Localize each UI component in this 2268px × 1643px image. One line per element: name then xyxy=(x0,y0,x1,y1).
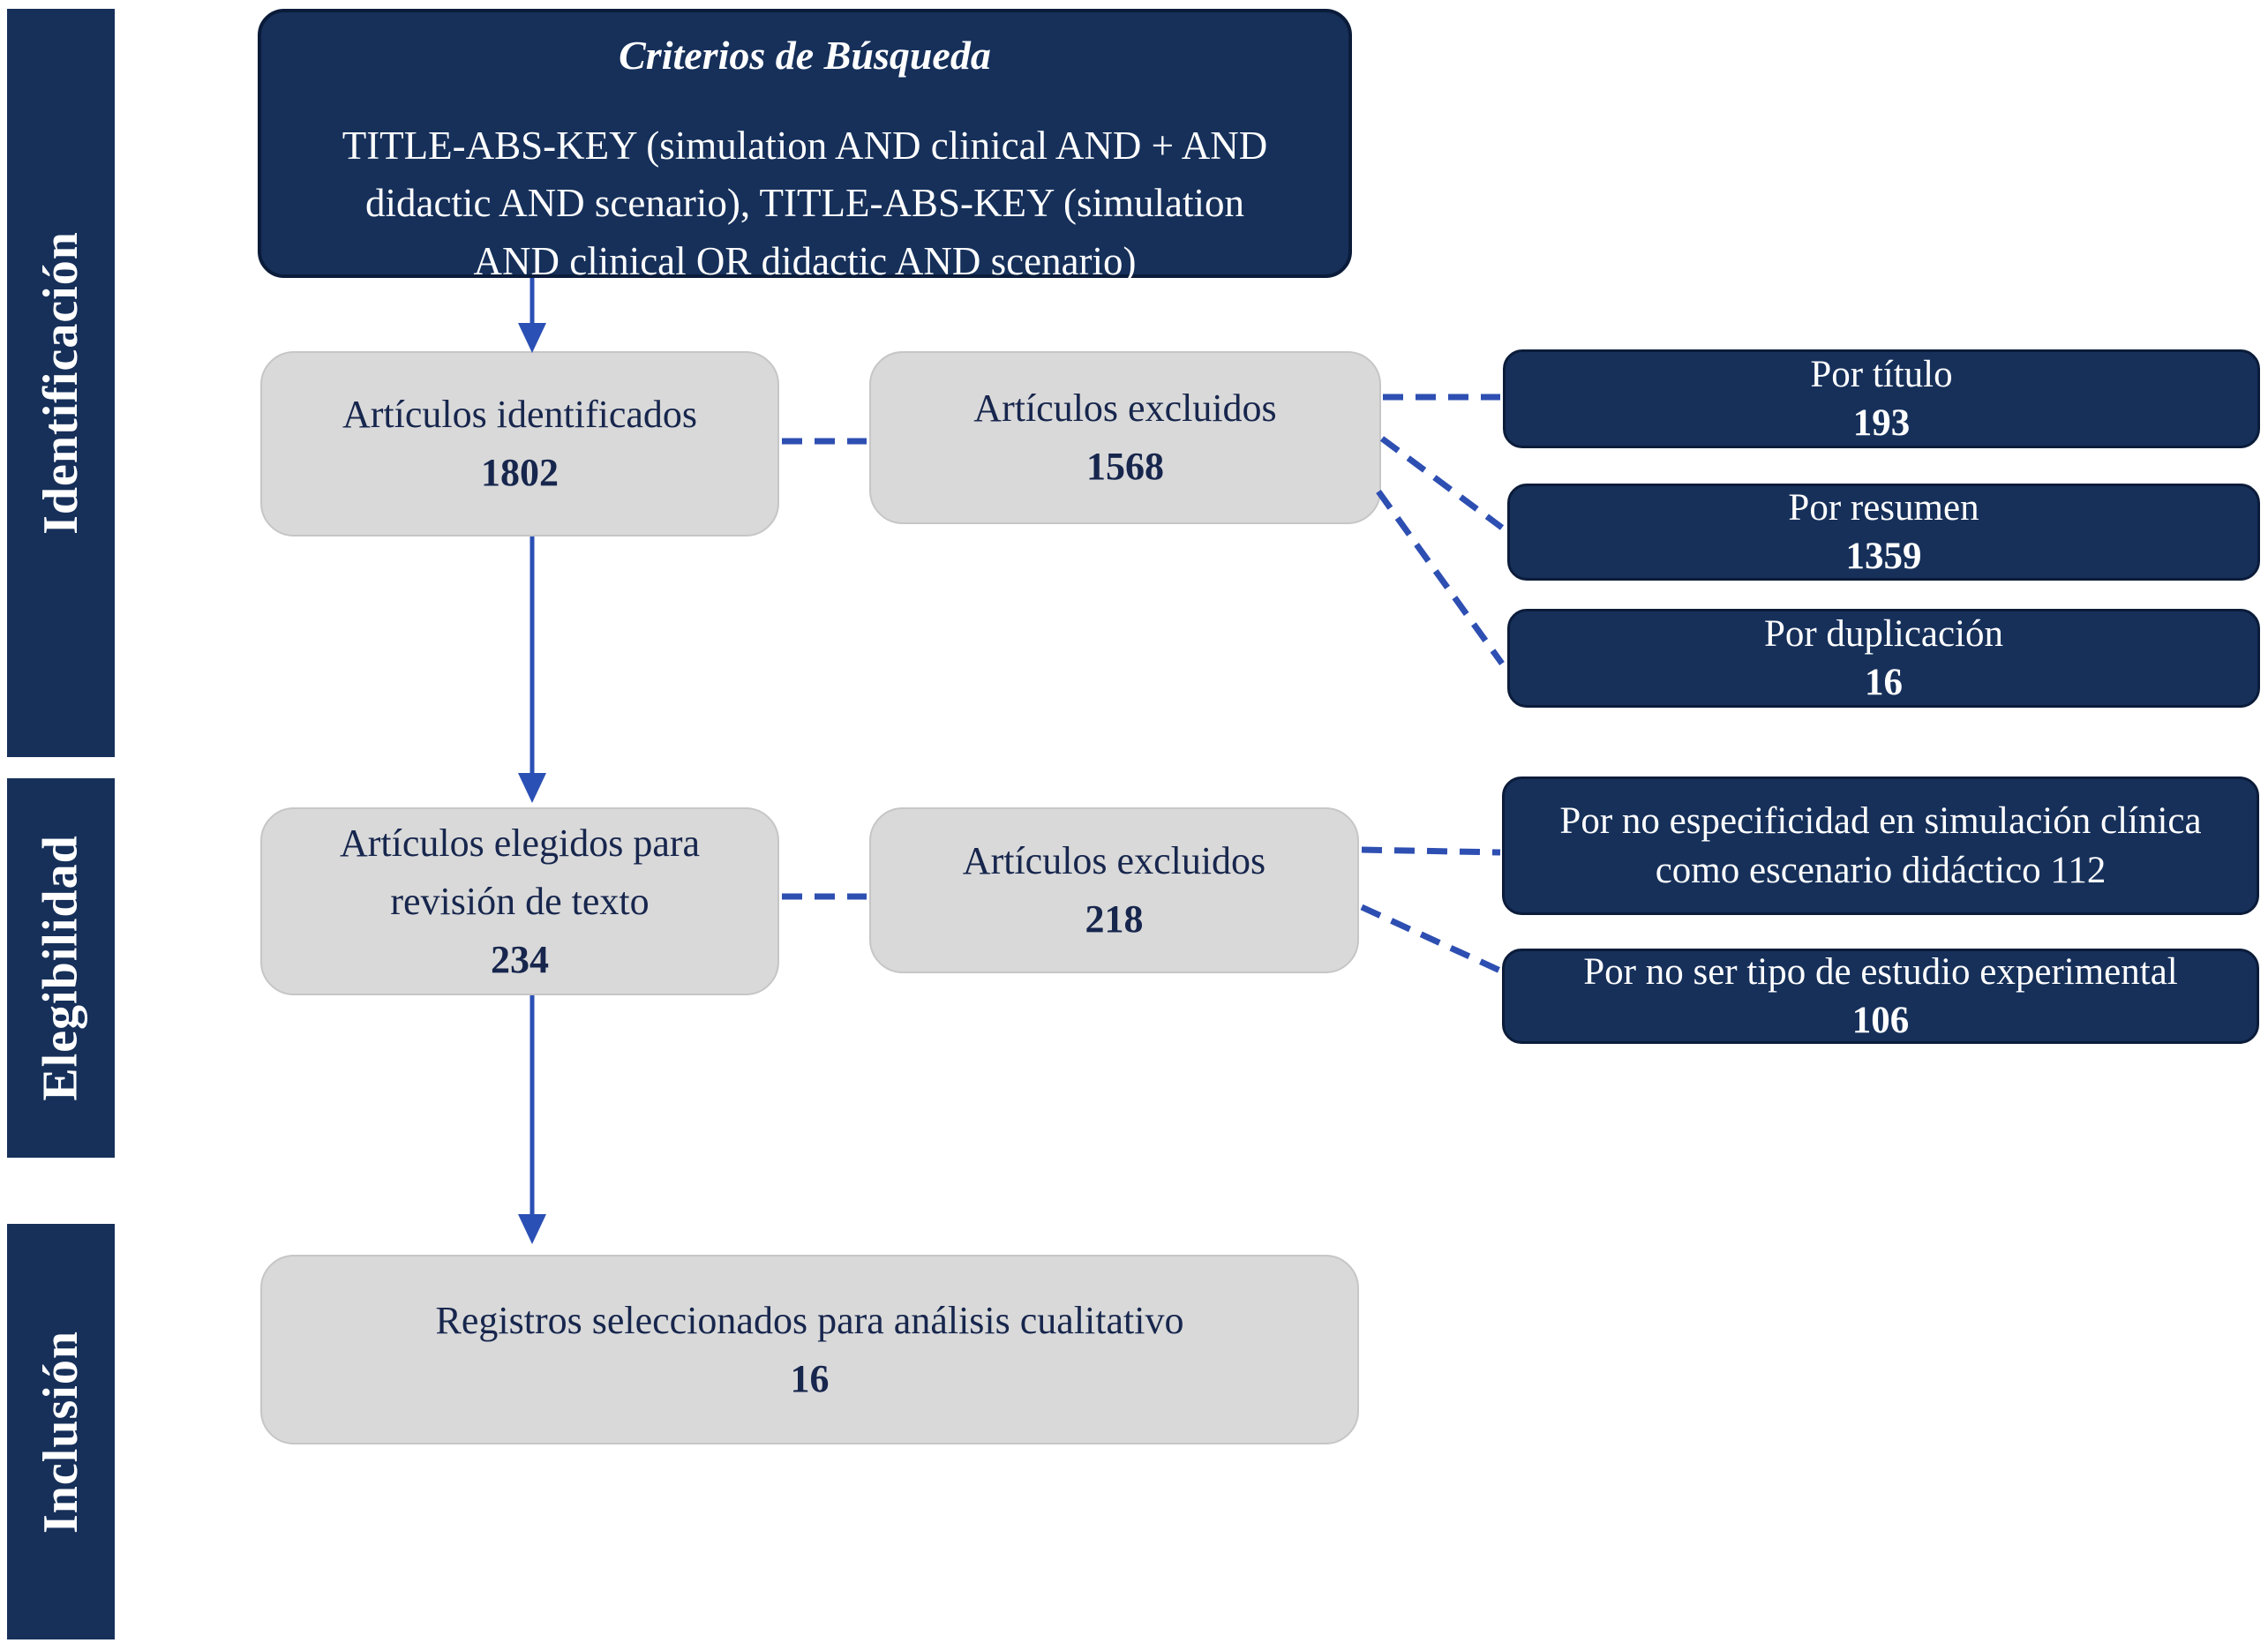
stage-inclusion-label: Inclusión xyxy=(34,1330,88,1534)
stage-elegibilidad: Elegibilidad xyxy=(7,778,115,1158)
arrow-identified-to-eligible-head xyxy=(518,773,546,803)
arrow-criteria-to-identified-head xyxy=(518,323,546,353)
node-records-selected-label: Registros seleccionados para análisis cu… xyxy=(435,1298,1184,1342)
search-criteria-query-line1: TITLE-ABS-KEY (simulation AND clinical A… xyxy=(342,124,1268,168)
reason-no-experimental-count: 106 xyxy=(1851,1000,1910,1041)
node-articles-excluded-eligibility-label: Artículos excluidos xyxy=(962,839,1266,882)
node-articles-identified: Artículos identificados 1802 xyxy=(260,351,779,536)
stage-identificacion-label: Identificación xyxy=(34,231,89,535)
reason-por-titulo: Por título 193 xyxy=(1503,349,2260,448)
reason-por-duplicacion: Por duplicación 16 xyxy=(1507,609,2260,708)
reason-no-experimental: Por no ser tipo de estudio experimental … xyxy=(1502,949,2259,1044)
reason-por-duplicacion-label: Por duplicación xyxy=(1763,612,2004,655)
dash-excluded-to-no-experimental xyxy=(1360,904,1502,974)
node-articles-excluded-eligibility: Artículos excluidos 218 xyxy=(869,807,1359,973)
search-criteria-query: TITLE-ABS-KEY (simulation AND clinical A… xyxy=(342,117,1268,290)
node-articles-excluded-identification-label: Artículos excluidos xyxy=(973,386,1277,430)
search-criteria-query-line3: AND clinical OR didactic AND scenario) xyxy=(473,238,1137,283)
node-records-selected: Registros seleccionados para análisis cu… xyxy=(260,1255,1359,1444)
reason-por-duplicacion-count: 16 xyxy=(1865,662,1903,703)
stage-inclusion: Inclusión xyxy=(7,1224,115,1639)
node-articles-identified-label: Artículos identificados xyxy=(342,393,697,436)
node-articles-identified-count: 1802 xyxy=(481,451,559,494)
node-articles-excluded-identification-count: 1568 xyxy=(1086,445,1164,488)
reason-por-resumen-label: Por resumen xyxy=(1788,486,1979,529)
node-articles-excluded-eligibility-count: 218 xyxy=(1085,897,1144,941)
reason-por-resumen-count: 1359 xyxy=(1845,536,1922,577)
search-criteria-box: Criterios de Búsqueda TITLE-ABS-KEY (sim… xyxy=(258,9,1352,283)
reason-por-titulo-label: Por título xyxy=(1810,353,1953,395)
node-records-selected-count: 16 xyxy=(790,1356,830,1400)
node-articles-chosen-review-count: 234 xyxy=(491,937,549,981)
stage-identificacion: Identificación xyxy=(7,9,115,757)
search-criteria-query-line2: didactic AND scenario), TITLE-ABS-KEY (s… xyxy=(364,181,1245,226)
dash-excluded-to-por-duplicacion xyxy=(1376,489,1505,666)
node-articles-chosen-review-label: Artículos elegidos para revisión de text… xyxy=(339,821,710,923)
reason-no-especificidad: Por no especificidad en simulación clíni… xyxy=(1502,776,2259,915)
reason-no-experimental-label: Por no ser tipo de estudio experimental xyxy=(1583,950,2178,993)
reason-no-especificidad-label: Por no especificidad en simulación clíni… xyxy=(1559,800,2212,891)
reason-por-resumen: Por resumen 1359 xyxy=(1507,484,2260,581)
dash-excluded-to-por-resumen xyxy=(1379,436,1505,530)
reason-por-titulo-count: 193 xyxy=(1852,402,1911,444)
search-criteria-title: Criterios de Búsqueda xyxy=(619,33,991,78)
arrow-eligible-to-included-head xyxy=(518,1214,546,1244)
node-articles-chosen-review: Artículos elegidos para revisión de text… xyxy=(260,807,779,995)
dash-excluded-to-no-especificidad xyxy=(1361,846,1501,856)
node-articles-excluded-identification: Artículos excluidos 1568 xyxy=(869,351,1381,524)
stage-elegibilidad-label: Elegibilidad xyxy=(34,835,88,1101)
